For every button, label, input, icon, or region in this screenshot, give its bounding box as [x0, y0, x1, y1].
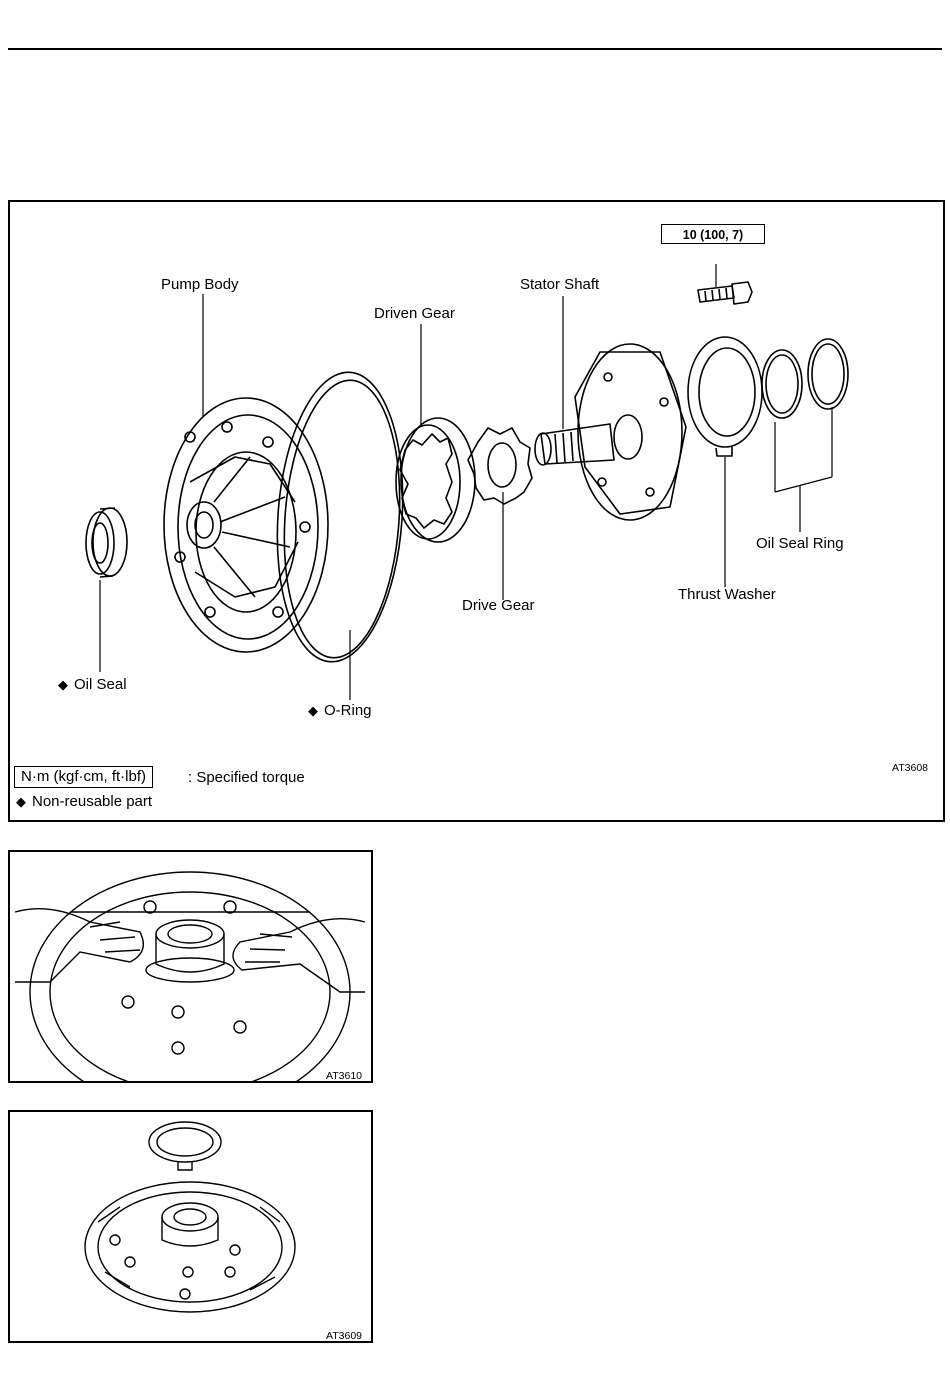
nonreusable-marker-icon: ◆ — [58, 676, 68, 694]
label-stator-shaft: Stator Shaft — [520, 276, 599, 294]
nonreusable-marker-icon: ◆ — [16, 793, 26, 811]
label-oil-seal: ◆Oil Seal — [58, 676, 127, 694]
pump-body-illustration — [164, 398, 328, 652]
oil-seal-rings-illustration — [762, 339, 848, 418]
bolt-illustration — [698, 282, 752, 304]
label-thrust-washer: Thrust Washer — [678, 586, 776, 604]
thrust-washer-install-illustration — [10, 1112, 371, 1341]
figure-code: AT3608 — [892, 762, 928, 774]
label-o-ring: ◆O-Ring — [308, 702, 372, 720]
thrust-washer-illustration — [688, 337, 762, 456]
hands-installing-ring-illustration — [10, 852, 371, 1081]
nonreusable-marker-icon: ◆ — [308, 702, 318, 720]
photo-code: AT3610 — [326, 1070, 362, 1082]
photo-code: AT3609 — [326, 1330, 362, 1342]
legend-nonreusable: ◆Non-reusable part — [16, 793, 152, 811]
stator-shaft-illustration — [535, 344, 686, 520]
oil-seal-illustration — [86, 508, 127, 577]
label-pump-body: Pump Body — [161, 276, 239, 294]
leader-lines — [100, 264, 832, 700]
label-driven-gear: Driven Gear — [374, 305, 455, 323]
torque-spec-box: 10 (100, 7) — [661, 224, 765, 244]
exploded-diagram-panel: 10 (100, 7) Pump Body Driven Gear Stator… — [8, 200, 945, 822]
photo-panel-1: AT3610 — [8, 850, 373, 1083]
exploded-view-illustration — [10, 202, 943, 820]
drive-gear-illustration — [468, 428, 532, 504]
legend-torque-unit: N·m (kgf·cm, ft·lbf) — [14, 766, 153, 788]
legend-torque-desc: : Specified torque — [188, 769, 305, 787]
header-rule — [8, 48, 942, 50]
label-drive-gear: Drive Gear — [462, 597, 535, 615]
label-oil-seal-ring: Oil Seal Ring — [756, 535, 844, 553]
driven-gear-illustration — [396, 418, 475, 542]
photo-panel-2: AT3609 — [8, 1110, 373, 1343]
o-ring-illustration — [268, 368, 412, 666]
